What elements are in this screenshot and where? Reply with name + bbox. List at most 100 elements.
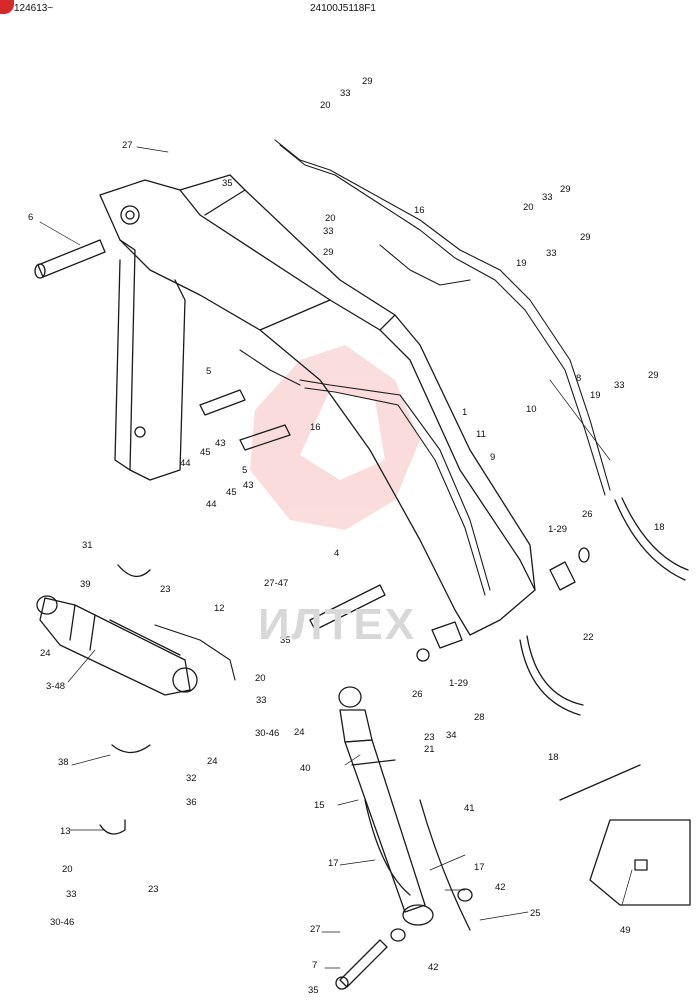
callout-3-48: 3-48 — [46, 681, 65, 692]
callout-20: 20 — [523, 202, 534, 213]
callout-27-47: 27-47 — [264, 578, 288, 589]
callout-24: 24 — [294, 727, 305, 738]
leader-lines — [39, 146, 633, 969]
callout-26: 26 — [412, 689, 423, 700]
callout-27: 27 — [310, 924, 321, 935]
callout-1: 1 — [462, 407, 467, 418]
callout-49: 49 — [620, 925, 631, 936]
callout-20: 20 — [255, 673, 266, 684]
callout-25: 25 — [530, 908, 541, 919]
callout-30-46: 30-46 — [255, 728, 279, 739]
callout-33: 33 — [614, 380, 625, 391]
callout-39: 39 — [80, 579, 91, 590]
callout-11: 11 — [476, 429, 486, 440]
callout-13: 13 — [60, 826, 71, 837]
callout-44: 44 — [180, 458, 191, 469]
callout-22: 22 — [583, 632, 594, 643]
callout-15: 15 — [314, 800, 325, 811]
callout-24: 24 — [207, 756, 218, 767]
hoses — [364, 497, 689, 931]
callout-33: 33 — [340, 88, 351, 99]
pins — [34, 239, 388, 990]
callout-20: 20 — [62, 864, 73, 875]
callout-6: 6 — [28, 212, 33, 223]
callout-26: 26 — [582, 509, 593, 520]
callout-10: 10 — [526, 404, 537, 415]
pin-5a — [199, 389, 246, 416]
callout-29: 29 — [648, 370, 659, 381]
callout-28: 28 — [474, 712, 485, 723]
callout-19: 19 — [516, 258, 527, 269]
callout-30-46: 30-46 — [50, 917, 74, 928]
callout-19: 19 — [590, 390, 601, 401]
callout-32: 32 — [186, 773, 197, 784]
callout-29: 29 — [560, 184, 571, 195]
callout-27: 27 — [122, 140, 133, 151]
callout-33: 33 — [542, 192, 553, 203]
callout-43: 43 — [243, 480, 254, 491]
callout-31: 31 — [82, 540, 93, 551]
pin-6 — [37, 239, 106, 278]
callout-35: 35 — [308, 985, 319, 996]
callout-33: 33 — [546, 248, 557, 259]
callout-18: 18 — [548, 752, 559, 763]
callout-38: 38 — [58, 757, 69, 768]
clamps — [99, 564, 151, 835]
callout-29: 29 — [580, 232, 591, 243]
callout-40: 40 — [300, 763, 311, 774]
boom-cylinder — [36, 595, 198, 696]
callout-33: 33 — [66, 889, 77, 900]
callout-23: 23 — [160, 584, 171, 595]
corner-mark — [0, 0, 14, 14]
callout-labels: 2920332735616203329203329193329516810193… — [28, 76, 665, 996]
callout-5: 5 — [242, 465, 247, 476]
watermark-text: ИЛТЕХ — [258, 600, 417, 649]
callout-8: 8 — [576, 373, 581, 384]
callout-35: 35 — [222, 178, 233, 189]
callout-29: 29 — [323, 247, 334, 258]
callout-18: 18 — [654, 522, 665, 533]
callout-20: 20 — [320, 100, 331, 111]
callout-5: 5 — [206, 366, 211, 377]
callout-16: 16 — [414, 205, 425, 216]
callout-16: 16 — [310, 422, 321, 433]
callout-1-29: 1-29 — [548, 524, 567, 535]
callout-41: 41 — [464, 803, 475, 814]
callout-24: 24 — [40, 648, 51, 659]
callout-36: 36 — [186, 797, 197, 808]
callout-33: 33 — [256, 695, 267, 706]
callout-7: 7 — [312, 960, 317, 971]
callout-20: 20 — [325, 213, 336, 224]
boom — [99, 174, 536, 636]
callout-44: 44 — [206, 499, 217, 510]
pin-4 — [309, 584, 386, 631]
boom-foot — [114, 205, 186, 481]
callout-1-29: 1-29 — [449, 678, 468, 689]
pin-5b — [239, 424, 291, 451]
bushings — [390, 547, 590, 942]
callout-21: 21 — [424, 744, 435, 755]
part-code: 24100J5118F1 — [310, 3, 376, 14]
callout-12: 12 — [214, 603, 225, 614]
callout-29: 29 — [362, 76, 373, 87]
callout-42: 42 — [495, 882, 506, 893]
callout-43: 43 — [215, 438, 226, 449]
callout-9: 9 — [490, 452, 495, 463]
pin-7 — [339, 939, 388, 988]
arm-cylinder — [338, 686, 434, 926]
serial-range: 124613~ — [14, 3, 54, 14]
callout-35: 35 — [280, 635, 291, 646]
callout-33: 33 — [323, 226, 334, 237]
callout-42: 42 — [428, 962, 439, 973]
hydraulic-lines — [154, 139, 611, 681]
callout-17: 17 — [474, 862, 485, 873]
inset-detail — [559, 764, 691, 906]
callout-17: 17 — [328, 858, 339, 869]
callout-34: 34 — [446, 730, 457, 741]
callout-4: 4 — [334, 548, 339, 559]
callout-23: 23 — [148, 884, 159, 895]
callout-23: 23 — [424, 732, 435, 743]
callout-45: 45 — [200, 447, 211, 458]
callout-45: 45 — [226, 487, 237, 498]
